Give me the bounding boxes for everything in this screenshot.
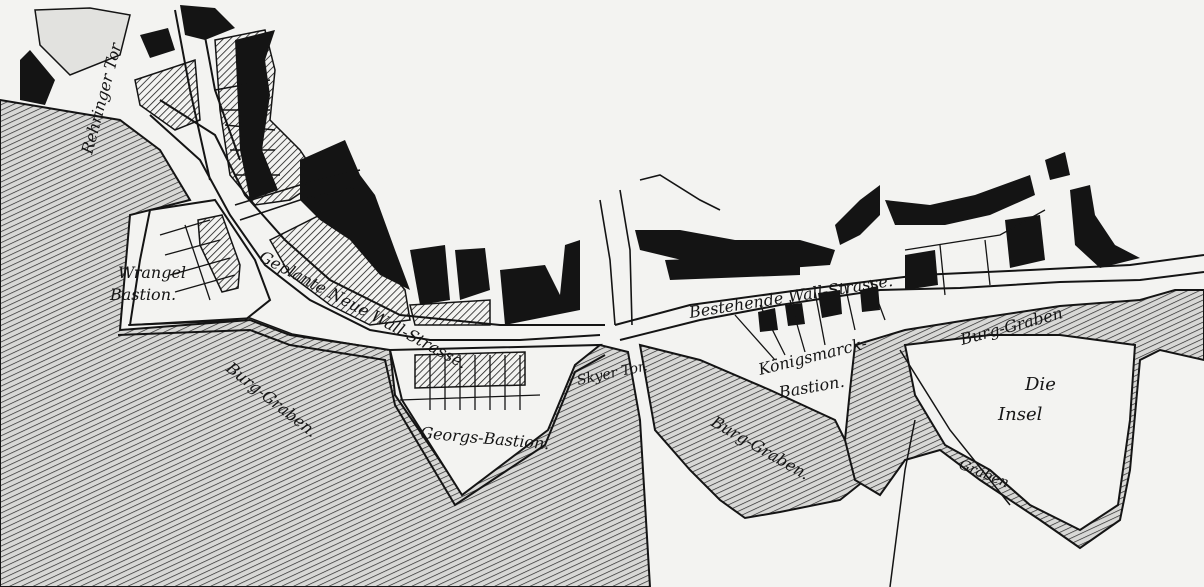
block-nw-3 xyxy=(180,5,235,40)
lot-lines-koenigsmarck xyxy=(734,279,886,361)
building-black-4 xyxy=(455,248,490,300)
island xyxy=(903,334,1137,532)
lot-lines-wrangel xyxy=(159,219,236,301)
building-black-5 xyxy=(500,240,580,325)
building-black-12 xyxy=(1005,215,1045,268)
building-black-9 xyxy=(885,175,1035,225)
building-black-10 xyxy=(1045,152,1070,180)
street-cross-road xyxy=(234,169,366,221)
building-black-3 xyxy=(410,245,450,305)
building-k-2 xyxy=(785,303,805,326)
street-planned-wall-2 xyxy=(159,99,605,326)
street-lines-north xyxy=(214,79,280,176)
building-black-11 xyxy=(1070,185,1140,268)
building-black-7 xyxy=(665,255,800,280)
moat-west-water xyxy=(0,98,652,587)
street-existing-wall xyxy=(614,254,1204,326)
block-nw-1 xyxy=(20,50,55,105)
street-existing-wall-2 xyxy=(619,271,1204,341)
building-black-13 xyxy=(905,250,938,290)
label-wrangel: Wrangel xyxy=(118,263,186,282)
wrangel-bastion-land xyxy=(128,198,272,327)
moat-middle-water xyxy=(638,343,867,520)
lot-lines-east xyxy=(904,209,1046,296)
rampart-line xyxy=(117,328,606,507)
label-insel: Insel xyxy=(997,404,1043,425)
block-top-grey xyxy=(34,7,131,76)
label-koenigsmarck-bastion: Bastion. xyxy=(776,372,845,402)
building-black-8 xyxy=(835,185,880,245)
block-hatched-georg xyxy=(414,351,526,389)
street-skyer-gate xyxy=(599,174,721,326)
block-nw-2 xyxy=(140,28,175,58)
lot-lines-georg xyxy=(399,355,541,410)
moat-east-divider xyxy=(889,349,1011,587)
rampart-line-inner xyxy=(127,317,389,351)
label-die: Die xyxy=(1024,374,1056,395)
building-black-1 xyxy=(235,30,278,200)
label-wrangel-bastion: Bastion. xyxy=(109,285,176,304)
